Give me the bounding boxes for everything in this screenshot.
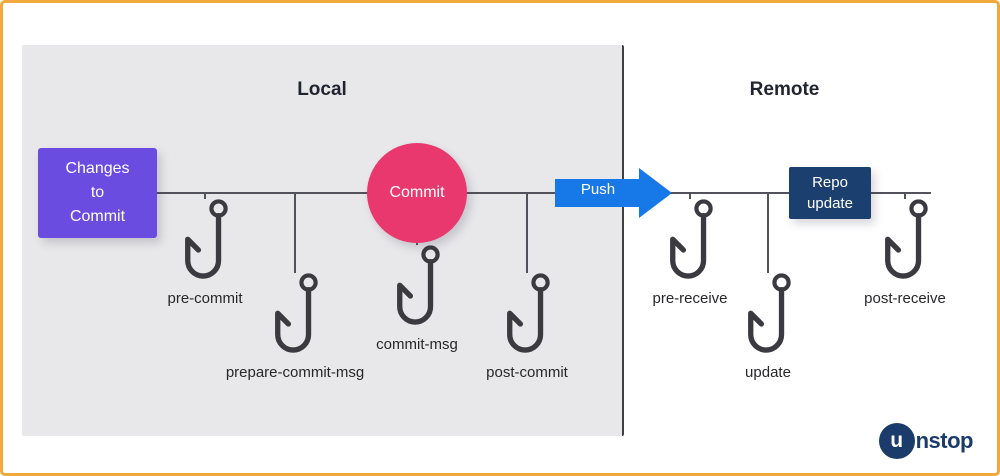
push-arrow-icon — [555, 168, 672, 218]
hook-label: commit-msg — [376, 336, 458, 353]
changes-to-commit-box: Changes to Commit — [38, 148, 157, 238]
local-section-title: Local — [297, 79, 347, 100]
hook-stem — [689, 193, 691, 199]
hook-pre-commit: pre-commit — [95, 193, 315, 307]
hook-update: update — [658, 193, 878, 381]
hook-label: pre-receive — [652, 290, 728, 307]
hook-stem — [767, 193, 769, 273]
hook-label: prepare-commit-msg — [225, 364, 365, 381]
hook-stem — [294, 193, 296, 273]
hook-stem — [526, 193, 528, 273]
unstop-logo-text: nstop — [915, 428, 974, 453]
hook-prepare-commit-msg: prepare-commit-msg — [185, 193, 405, 381]
push-label: Push — [580, 181, 616, 198]
hook-icon — [883, 199, 928, 282]
hook-post-commit: post-commit — [417, 193, 637, 381]
hook-stem — [204, 193, 206, 199]
hook-stem — [904, 193, 906, 199]
timeline — [157, 192, 931, 194]
hook-icon — [746, 273, 791, 356]
unstop-logo-mark: u — [878, 423, 915, 459]
local-panel — [22, 45, 624, 436]
repo-update-box: Repo update — [789, 167, 871, 219]
hook-label: update — [745, 364, 791, 381]
hook-pre-receive: pre-receive — [580, 193, 800, 307]
remote-section-title: Remote — [749, 79, 820, 100]
unstop-logo: u nstop — [878, 423, 974, 459]
hook-icon — [505, 273, 550, 356]
hook-label: pre-commit — [167, 290, 243, 307]
hook-label: post-commit — [486, 364, 568, 381]
hook-post-receive: post-receive — [795, 193, 997, 307]
commit-node: Commit — [367, 143, 467, 243]
hook-label: post-receive — [864, 290, 946, 307]
